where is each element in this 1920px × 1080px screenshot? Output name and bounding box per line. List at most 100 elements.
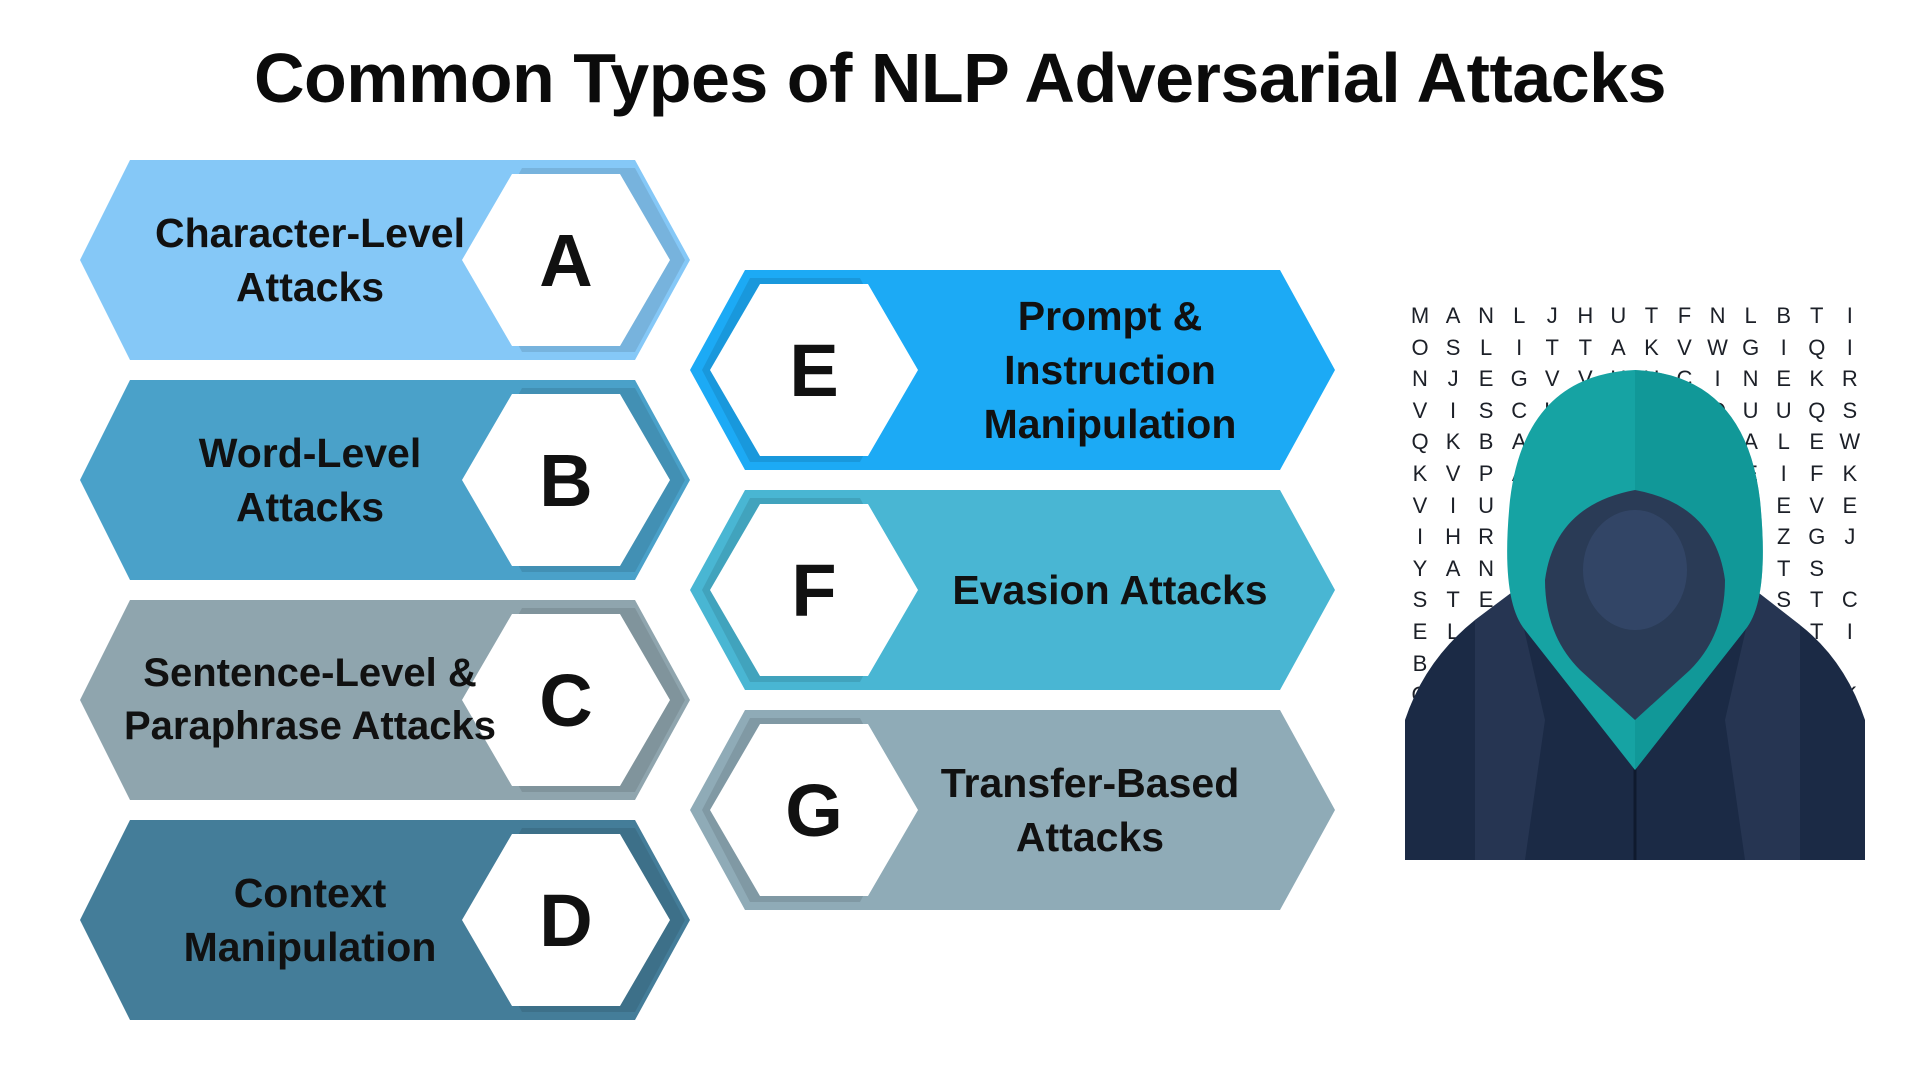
letter-grid-cell: B <box>1412 650 1428 676</box>
letter-grid-cell: A <box>1611 334 1626 360</box>
letter-grid-cell: J <box>1447 366 1459 392</box>
attack-item-c: Sentence-Level &Paraphrase Attacks C <box>80 600 730 800</box>
letter-grid-cell: E <box>1809 429 1825 455</box>
letter-grid-cell: I <box>1780 334 1787 360</box>
letter-grid-cell: E <box>1776 366 1792 392</box>
letter-grid-cell: Q <box>1808 397 1826 423</box>
letter-grid-cell: T <box>1545 334 1559 360</box>
letter-grid-cell: L <box>1480 334 1493 360</box>
letter-grid-cell: T <box>1446 587 1460 613</box>
letter-grid-cell: V <box>1809 492 1825 518</box>
letter-grid-cell: Z <box>1776 524 1791 550</box>
letter-grid-cell: L <box>1744 303 1757 328</box>
letter-grid-cell: I <box>1516 334 1523 360</box>
banner-b <box>80 380 690 580</box>
letter-grid-cell: U <box>1775 397 1792 423</box>
letter-grid-cell: I <box>1846 618 1853 644</box>
letter-grid-cell: R <box>1841 366 1858 392</box>
banner-e <box>690 270 1335 470</box>
letter-grid-cell: V <box>1677 334 1692 360</box>
hexagon-e <box>710 284 918 456</box>
letter-grid-cell: A <box>1445 555 1461 581</box>
letter-grid-cell: G <box>1808 524 1826 550</box>
hooded-figure <box>1405 370 1865 860</box>
letter-grid-cell: N <box>1742 366 1759 392</box>
hexagon-d <box>462 834 670 1006</box>
letter-grid-cell: B <box>1478 429 1494 455</box>
letter-grid-cell: V <box>1412 492 1428 518</box>
letter-grid-cell: T <box>1644 303 1659 328</box>
letter-grid-cell: Q <box>1808 334 1826 360</box>
attack-letter-d: D <box>539 878 593 962</box>
letter-grid-cell: C <box>1511 397 1528 423</box>
banner-c <box>80 600 690 800</box>
letter-grid-cell: N <box>1478 555 1495 581</box>
letter-grid-cell: E <box>1776 492 1792 518</box>
letter-grid-cell: I <box>1780 460 1787 486</box>
letter-grid-cell: H <box>1577 303 1594 328</box>
letter-grid-cell: T <box>1810 303 1824 328</box>
letter-grid-cell: P <box>1478 460 1494 486</box>
hacker-illustration: MANLJHUTFNLBTIOSLITTAKVWGIQINJEGVVUUCINE… <box>1405 300 1865 860</box>
letter-grid-cell: J <box>1844 524 1856 550</box>
letter-grid-cell: S <box>1776 587 1792 613</box>
attack-letter-e: E <box>789 328 839 412</box>
letter-grid-cell: G <box>1510 366 1528 392</box>
attack-letter-g: G <box>785 768 843 852</box>
banner-a <box>80 160 690 360</box>
letter-grid-cell: S <box>1412 587 1428 613</box>
letter-grid-cell: E <box>1842 492 1858 518</box>
letter-grid-cell: E <box>1412 618 1428 644</box>
letter-grid-cell: M <box>1410 303 1430 328</box>
banner-d <box>80 820 690 1020</box>
letter-grid-cell: F <box>1810 460 1824 486</box>
letter-grid-cell: T <box>1578 334 1593 360</box>
letter-grid-cell: E <box>1478 366 1494 392</box>
letter-grid-cell: V <box>1445 460 1461 486</box>
attack-label-f: Evasion Attacks <box>952 566 1268 613</box>
letter-grid-cell: N <box>1412 366 1428 392</box>
letter-grid-cell: U <box>1478 492 1495 518</box>
letter-grid-cell: I <box>1450 492 1457 518</box>
letter-grid-cell: U <box>1610 303 1627 328</box>
letter-grid-cell: I <box>1846 334 1853 360</box>
hexagon-g <box>710 724 918 896</box>
banner-g <box>690 710 1335 910</box>
attack-letter-f: F <box>791 548 837 632</box>
letter-grid-cell: L <box>1777 429 1790 455</box>
letter-grid-cell: I <box>1846 303 1853 328</box>
letter-grid-cell: W <box>1707 334 1728 360</box>
letter-grid-cell: K <box>1644 334 1659 360</box>
letter-grid-cell: E <box>1478 587 1494 613</box>
attack-letter-b: B <box>539 438 593 522</box>
hexagon-c <box>462 614 670 786</box>
letter-grid-cell: I <box>1714 366 1721 392</box>
letter-grid-cell: T <box>1810 587 1824 613</box>
letter-grid-cell: G <box>1742 334 1760 360</box>
letter-grid-cell: S <box>1842 397 1858 423</box>
letter-grid-cell: I <box>1416 524 1424 550</box>
letter-grid-cell: S <box>1478 397 1494 423</box>
letter-grid-cell: Q <box>1411 429 1429 455</box>
letter-grid-cell: H <box>1445 524 1461 550</box>
hexagon-f <box>710 504 918 676</box>
attack-item-f: F Evasion Attacks <box>690 490 1340 690</box>
letter-grid-cell: V <box>1412 397 1428 423</box>
attack-label-c: Sentence-Level &Paraphrase Attacks <box>123 651 497 748</box>
hexagon-a <box>462 174 670 346</box>
letter-grid-cell: R <box>1478 524 1495 550</box>
letter-grid-cell: K <box>1842 460 1858 486</box>
